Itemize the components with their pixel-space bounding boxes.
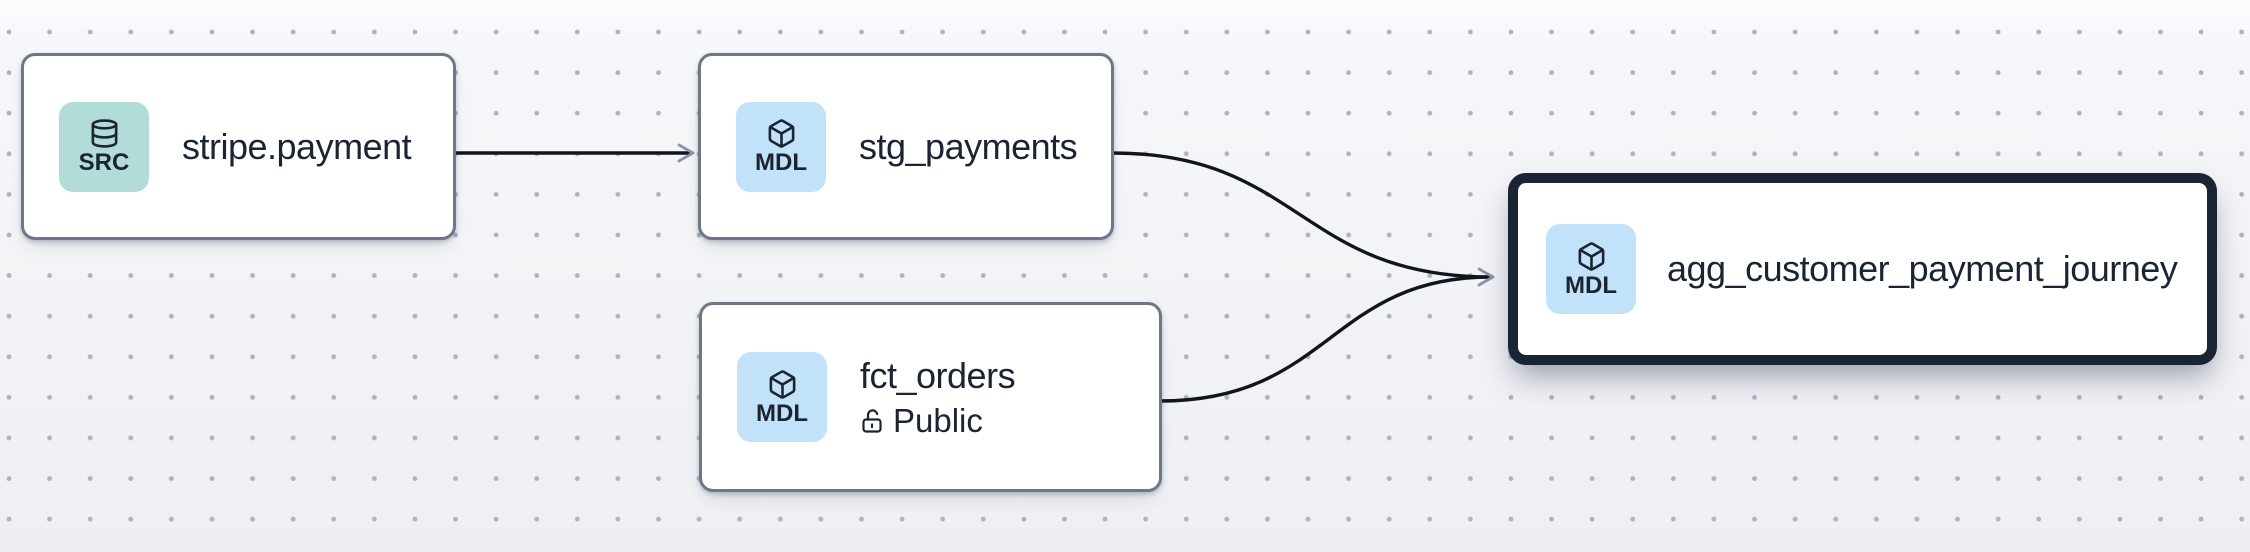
cube-icon [768, 119, 794, 148]
model-badge: MDL [1546, 224, 1636, 314]
node-title: fct_orders [860, 354, 1016, 396]
cube-icon [1578, 241, 1604, 271]
database-icon [91, 119, 117, 148]
node-stripe-payment[interactable]: SRC stripe.payment [21, 53, 456, 240]
unlock-icon [862, 409, 882, 434]
source-badge: SRC [59, 101, 149, 192]
access-label: Public [893, 402, 983, 440]
arrowhead-icon [677, 143, 695, 163]
edge-fct-to-agg[interactable] [1159, 275, 1492, 403]
badge-label: MDL [1565, 271, 1617, 299]
node-title: stripe.payment [182, 125, 412, 167]
node-stg-payments[interactable]: MDL stg_payments [698, 53, 1114, 240]
arrowhead-icon [1477, 267, 1495, 287]
node-fct-orders[interactable]: MDL fct_orders Public [699, 302, 1162, 492]
badge-label: MDL [755, 149, 807, 176]
node-title: stg_payments [859, 125, 1078, 167]
badge-label: MDL [756, 399, 808, 427]
node-agg-customer-payment-journey[interactable]: MDL agg_customer_payment_journey [1508, 173, 2217, 365]
model-badge: MDL [736, 101, 826, 192]
node-title: agg_customer_payment_journey [1667, 248, 2178, 290]
cube-icon [769, 369, 795, 399]
badge-label: SRC [78, 149, 130, 176]
edge-stg-to-agg[interactable] [1112, 151, 1492, 279]
model-badge: MDL [737, 352, 827, 442]
access-row: Public [860, 402, 1015, 440]
